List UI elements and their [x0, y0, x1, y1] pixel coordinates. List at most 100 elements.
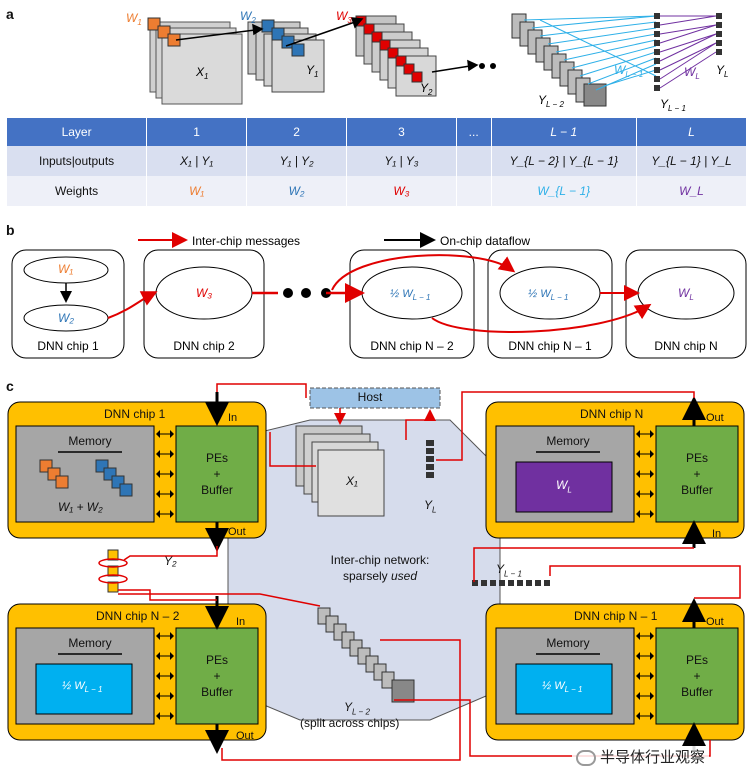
- chip1-w1-squares: [39, 459, 69, 489]
- center-x1-label: X₁: [346, 474, 358, 488]
- b-chipNm1-label: DNN chip N – 1: [508, 339, 592, 353]
- w1-kernel-squares: [147, 17, 181, 47]
- b-half-wlm1-a: ½ WL − 1: [390, 288, 431, 302]
- table-cell: W_{L − 1}: [490, 176, 637, 206]
- chip1-title: DNN chip 1: [104, 407, 166, 421]
- b-chipNm2-label: DNN chip N – 2: [370, 339, 454, 353]
- table-cell: Y_{L − 1} | Y_L: [636, 146, 746, 176]
- x1-feature-stack: [149, 21, 243, 105]
- table-cell: W₂: [246, 176, 347, 206]
- label-w1: W1: [126, 11, 142, 27]
- table-header-cell: L − 1: [490, 118, 637, 146]
- center-yl-column: [426, 440, 434, 478]
- table-header-cell: 1: [146, 118, 247, 146]
- panel-a-layers-diagram: W1 W2 W3 X1 Y1 Y2 YL − 2 WL − 1 WL YL − …: [126, 9, 728, 113]
- b-chipN-label: DNN chip N: [654, 339, 717, 353]
- chip1-w1w2-label: W₁ + W₂: [58, 500, 103, 514]
- label-wlm1: WL − 1: [614, 63, 643, 79]
- table-header-cell: 3: [346, 118, 457, 146]
- chip1-out-label: Out: [228, 526, 246, 538]
- yl-neuron-column: [716, 13, 722, 55]
- chipN-in-label: In: [712, 528, 722, 540]
- table-header-cell: ...: [455, 118, 492, 146]
- network-label: Inter-chip network: sparsely used: [330, 553, 430, 583]
- y1-feature-stack: [247, 21, 325, 93]
- chipN-title: DNN chip N: [580, 407, 644, 421]
- chipNm1-box: [487, 249, 613, 359]
- wlm1-connection-fan: [523, 15, 657, 91]
- wl-connection-fan: [659, 15, 717, 89]
- chipNm2-box: [349, 249, 475, 359]
- table-header-cell: 2: [246, 118, 347, 146]
- panel-a-arrows: [175, 17, 479, 73]
- chipNm1-title: DNN chip N – 1: [574, 609, 658, 623]
- table-cell: Y_{L − 2} | Y_{L − 1}: [490, 146, 637, 176]
- b-w2: W₂: [58, 311, 74, 325]
- legend-inter-chip-label: Inter-chip messages: [192, 234, 300, 248]
- chipNm1-pes-label: PEs+Buffer: [681, 653, 713, 699]
- chipN-pes-label: PEs+Buffer: [681, 451, 713, 497]
- table-row: Inputs|outputs X₁ | Y₁ Y₁ | Y₂ Y₁ | Y₃ Y…: [5, 146, 746, 176]
- label-y1: Y1: [306, 63, 318, 79]
- chip1-memory-label: Memory: [68, 434, 112, 448]
- chipN-out-label: Out: [706, 412, 724, 424]
- chip2-box: [143, 249, 265, 359]
- chipN-ellipse: [637, 266, 735, 320]
- wechat-icon: [576, 749, 596, 766]
- center-x1-stack: [295, 425, 385, 517]
- table-header-row: Layer 1 2 3 ... L − 1 L: [5, 118, 746, 146]
- chip1-w1-ellipse: [23, 256, 109, 284]
- chip1-w2-ellipse: [23, 304, 109, 332]
- watermark: 半导体行业观察: [572, 746, 710, 767]
- center-yl-label: YL: [424, 498, 437, 515]
- label-ylm1: YL − 1: [660, 97, 686, 113]
- chipNm1-half-wlm1-label: ½ WL − 1: [542, 680, 583, 695]
- panel-label-a: a: [6, 6, 14, 22]
- layer-table: Layer 1 2 3 ... L − 1 L Inputs|outputs X…: [5, 118, 746, 206]
- label-w2: W2: [240, 9, 256, 25]
- chip1-w2-squares: [95, 459, 133, 497]
- legend-onchip-label: On-chip dataflow: [440, 234, 530, 248]
- b-wl: WL: [678, 286, 694, 302]
- b-chip2-label: DNN chip 2: [173, 339, 235, 353]
- chip2-w3-ellipse: [155, 266, 253, 320]
- center-ylm1-row: [472, 580, 550, 586]
- chipNm2-in-label: In: [236, 616, 246, 628]
- table-row-label: Weights: [5, 176, 147, 206]
- chipN-wl-label: WL: [556, 478, 572, 495]
- ylm1-neuron-column: [654, 13, 660, 91]
- center-ylm2-label: YL − 2: [344, 700, 370, 717]
- chip1-in-label: In: [228, 412, 238, 424]
- table-cell: W₁: [146, 176, 247, 206]
- panel-a-ellipsis-dots: [479, 63, 496, 69]
- chipNm2-ellipse: [361, 266, 463, 320]
- b-w3: W₃: [196, 286, 212, 300]
- ylm2-feature-stack: [511, 13, 607, 107]
- b-w1: W₁: [58, 262, 73, 276]
- table-cell: Y₁ | Y₂: [246, 146, 347, 176]
- label-x1: X1: [195, 65, 208, 81]
- chipN-memory-label: Memory: [546, 434, 590, 448]
- table-header-cell: Layer: [5, 118, 147, 146]
- panel-label-c: c: [6, 378, 14, 394]
- chipNm1-ellipse: [499, 266, 601, 320]
- chipN-box: [625, 249, 747, 359]
- label-w3: W3: [336, 9, 352, 25]
- table-cell: [455, 176, 492, 206]
- table-cell: Y₁ | Y₃: [346, 146, 457, 176]
- center-ylm1-label: YL − 1: [496, 562, 522, 579]
- chipNm2-pes-label: PEs+Buffer: [201, 653, 233, 699]
- table-row: Weights W₁ W₂ W₃ W_{L − 1} W_L: [5, 176, 746, 206]
- chip1-box: [11, 249, 125, 359]
- b-chip1-label: DNN chip 1: [37, 339, 99, 353]
- w2-kernel-squares: [261, 19, 305, 57]
- center-ylm2-stack: [317, 607, 415, 703]
- chipNm2-out-label: Out: [236, 730, 254, 742]
- label-yl: YL: [716, 63, 728, 79]
- panel-label-b: b: [6, 222, 15, 238]
- chipNm2-half-wlm1-label: ½ WL − 1: [62, 680, 103, 695]
- split-label: (split across chips): [300, 716, 400, 730]
- table-cell: X₁ | Y₁: [146, 146, 247, 176]
- b-half-wlm1-b: ½ WL − 1: [528, 288, 569, 302]
- table-cell: W₃: [346, 176, 457, 206]
